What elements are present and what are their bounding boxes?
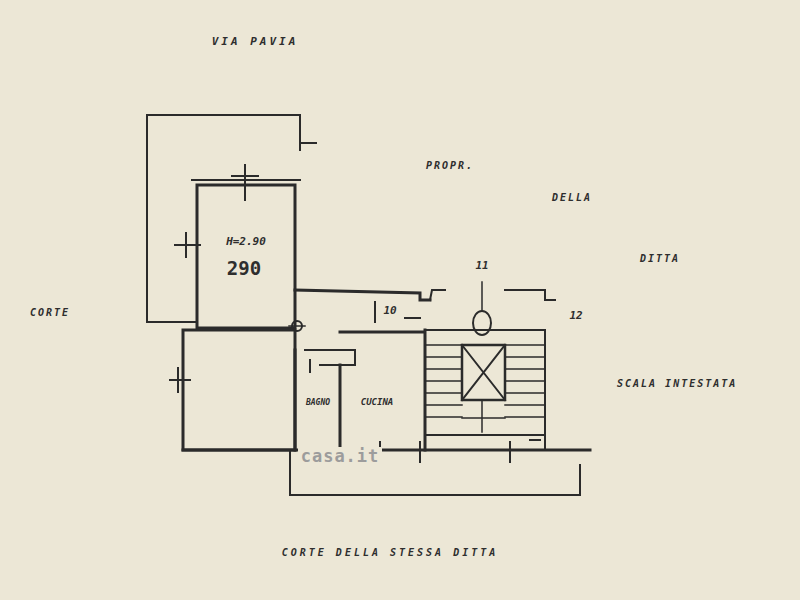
handwritten-number: 290 [227,258,261,279]
window-mark [380,442,510,462]
street-name: VIA PAVIA [212,36,299,48]
kitchen-wall [340,330,425,450]
door-mark [405,317,420,319]
area-note: CORTE [30,307,70,318]
window-mark [175,233,200,257]
outer-wall [147,115,300,322]
area-note: DITTA [640,253,680,264]
callout-number: 12 [569,310,582,322]
door-mark [374,302,376,322]
column-symbol [289,325,305,327]
wall-stub [530,435,545,450]
lift-cross [462,345,505,400]
stair-steps [425,345,545,417]
callout-number: 11 [475,260,488,272]
area-note: CORTE DELLA STESSA DITTA [282,547,499,558]
room-name: CUCINA [361,398,394,408]
window-mark [300,142,316,144]
watermark: casa.it [298,447,383,466]
outer-wall [183,449,590,452]
area-note: DELLA [552,192,592,203]
callout-number: 10 [383,305,396,317]
outer-wall [299,115,301,150]
room-wall [197,185,295,328]
corridor-wall [295,290,430,300]
stair-outline [425,330,545,435]
corridor-wall [430,290,555,300]
room-wall [183,330,295,450]
area-note: SCALA INTESTATA [617,378,737,389]
door-mark [309,360,311,372]
bath-door [305,350,355,365]
lift-shaft [462,345,505,400]
window-mark [170,368,190,392]
room-name: BAGNO [306,399,330,408]
stair-head-symbol [473,311,491,335]
section-line [481,282,483,310]
stair-axis [462,400,505,432]
window-mark [232,165,258,200]
area-note: PROPR. [426,160,474,171]
height-note: H=2.90 [226,236,266,248]
